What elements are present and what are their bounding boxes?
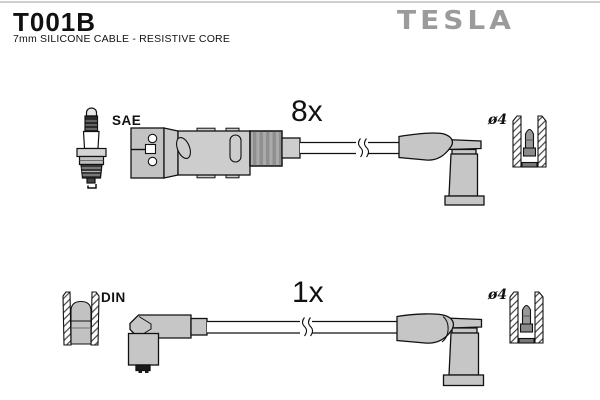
- cable-break-icon: [300, 317, 314, 337]
- din-terminal-socket-icon: [62, 291, 100, 346]
- ribbed-section: [249, 130, 283, 167]
- part-description: 7mm SILICONE CABLE - RESISTIVE CORE: [13, 33, 231, 45]
- din-label: DIN: [101, 290, 126, 305]
- top-terminal-diameter-label: ø4: [488, 112, 508, 128]
- terminal-socket-icon-top: [512, 115, 547, 168]
- spark-plug-boot-top-drawing: [398, 132, 485, 206]
- spark-plug-boot-bottom-drawing: [396, 313, 485, 387]
- cable-bottom-drawing: [207, 317, 398, 337]
- distributor-connector-drawing: [130, 127, 301, 179]
- cable-top-drawing: [300, 138, 400, 158]
- din-boot-drawing: [127, 314, 208, 373]
- top-quantity-label: 8x: [291, 95, 323, 128]
- terminal-socket-icon-bottom: [509, 291, 544, 344]
- bottom-quantity-label: 1x: [292, 276, 324, 309]
- spark-plug-icon: [76, 107, 107, 189]
- sae-label: SAE: [112, 113, 142, 128]
- page-top-border: [0, 1, 600, 3]
- part-number: T001B: [13, 7, 97, 37]
- cable-break-icon: [356, 138, 370, 158]
- bottom-terminal-diameter-label: ø4: [488, 287, 508, 303]
- brand-logo: TESLA: [397, 5, 515, 36]
